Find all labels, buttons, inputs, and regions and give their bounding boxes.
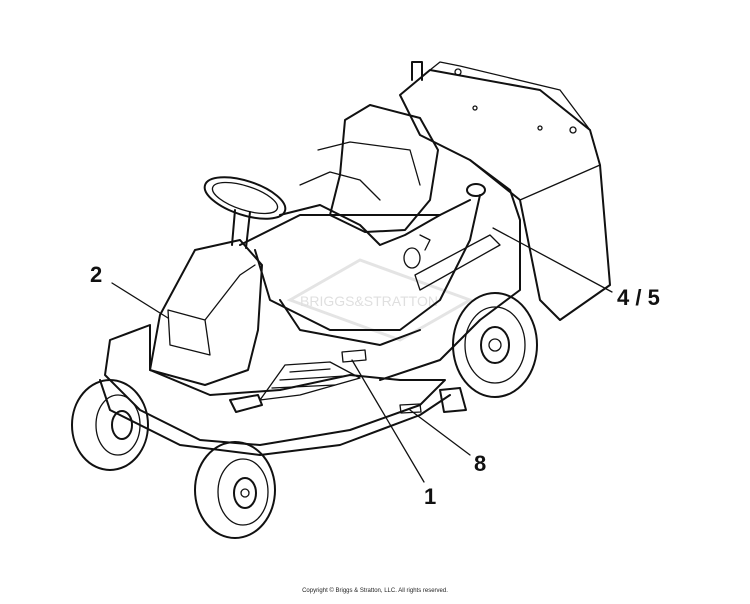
leader-lines (111, 227, 613, 483)
steering-assembly (149, 176, 287, 386)
callout-8: 8 (474, 451, 486, 476)
callout-2: 2 (90, 262, 102, 287)
mower-body (239, 104, 521, 381)
watermark: BRIGGS&STRATTON (286, 258, 474, 342)
front-left-wheel (71, 379, 149, 471)
callout-1: 1 (424, 484, 436, 509)
front-right-wheel (194, 441, 276, 539)
grass-bag (399, 61, 611, 321)
rear-wheel (452, 292, 538, 398)
mower-deck (99, 324, 467, 456)
copyright-notice: Copyright © Briggs & Stratton, LLC. All … (302, 588, 448, 594)
callout-4-5: 4 / 5 (617, 285, 660, 310)
watermark-text: BRIGGS&STRATTON (300, 293, 438, 309)
